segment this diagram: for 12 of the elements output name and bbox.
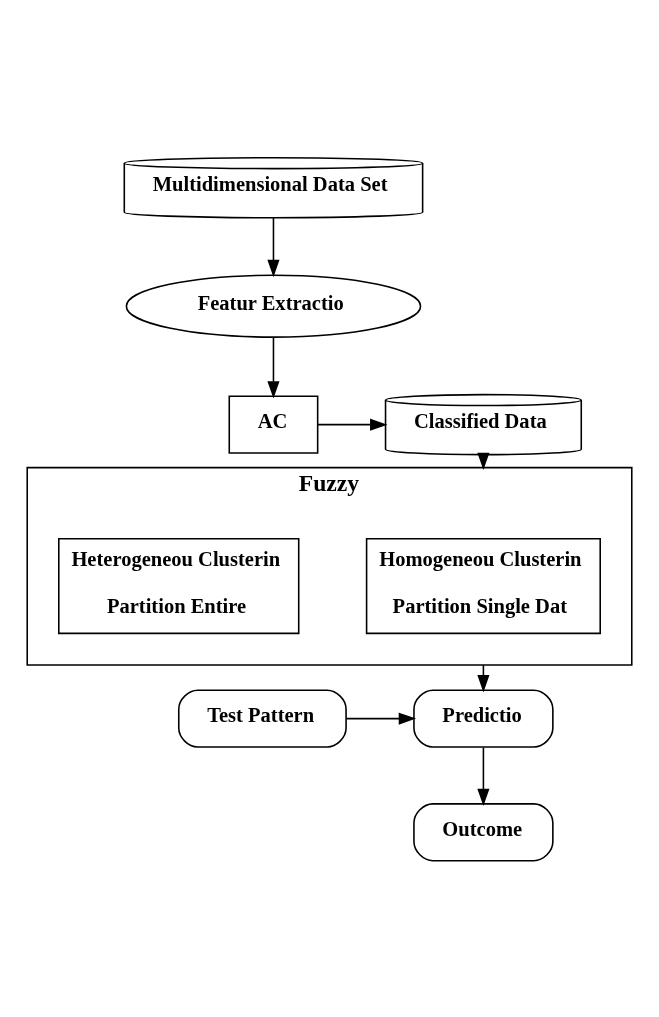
- arrow: [316, 418, 388, 431]
- node-box: Predictio: [413, 688, 554, 748]
- node-ellipse: Featur Extractio: [125, 273, 422, 338]
- arrow: [477, 746, 490, 806]
- arrow: [267, 336, 280, 399]
- arrow: [345, 712, 417, 725]
- arrow: [267, 216, 280, 277]
- node-box: AC: [228, 394, 319, 454]
- node-box: Homogeneou Clusterin Partition Single Dat: [365, 537, 601, 634]
- node-box: Outcome: [413, 802, 554, 861]
- node-box: Test Pattern: [177, 688, 347, 748]
- node-box: Heterogeneou Clusterin Partition Entire: [58, 537, 300, 634]
